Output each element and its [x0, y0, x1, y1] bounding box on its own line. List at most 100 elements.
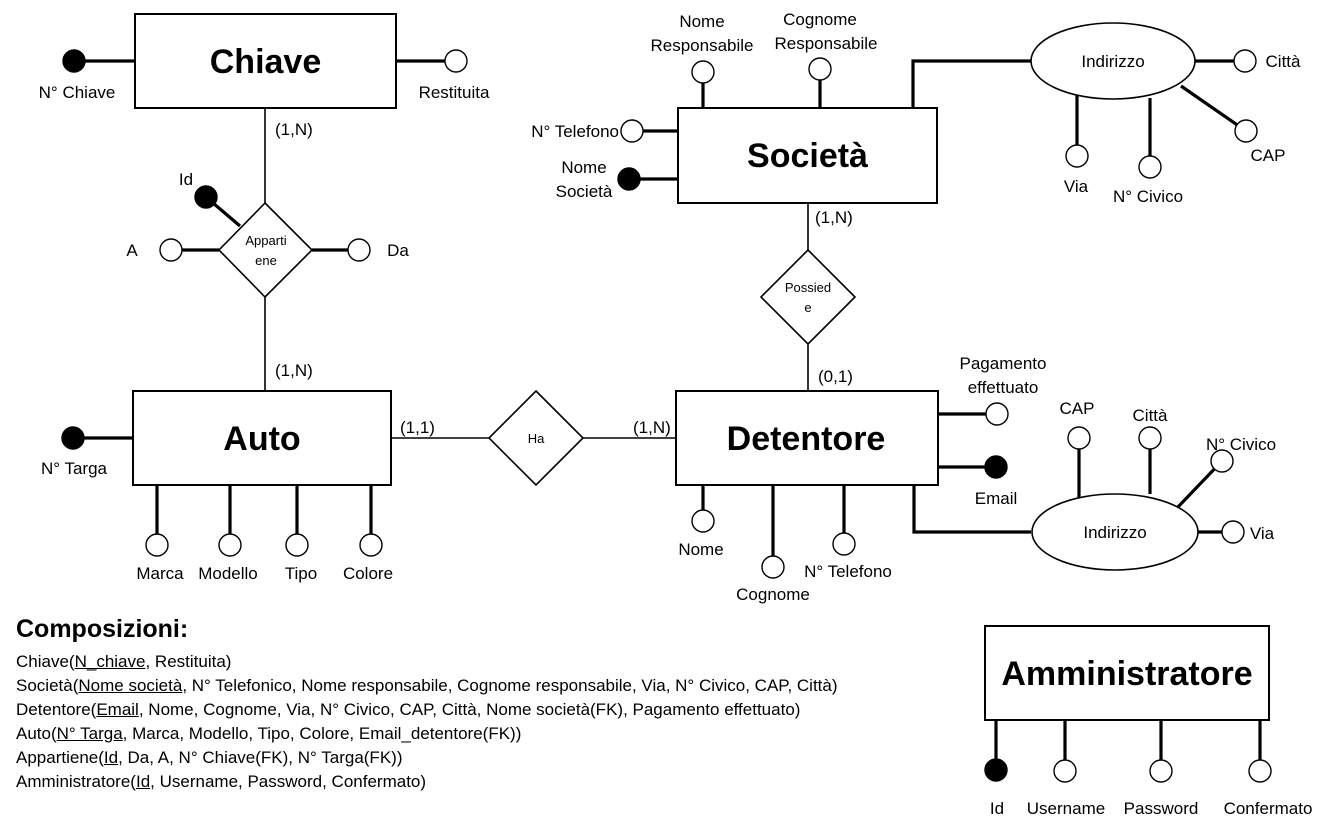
attribute-appartiene-a	[159, 238, 183, 262]
composizioni-title: Composizioni:	[16, 615, 189, 643]
cardinality-detentore-ha: (1,N)	[633, 418, 671, 437]
composizione-societa: Società(Nome società, N° Telefonico, Nom…	[16, 674, 838, 698]
composizione-table-name: Auto(	[16, 724, 57, 743]
key-attribute-societa-nome-societa	[617, 167, 641, 191]
label-detentore-n-telefono: N° Telefono	[804, 562, 892, 581]
attribute-detentore-nome	[691, 509, 715, 533]
label-chiave-n-chiave: N° Chiave	[39, 83, 116, 102]
attribute-amministratore-password	[1149, 759, 1173, 783]
entity-societa: Società	[677, 107, 938, 204]
composizione-table-name: Detentore(	[16, 700, 97, 719]
label-detentore-cognome: Cognome	[736, 585, 810, 604]
cardinality-societa-possiede: (1,N)	[815, 208, 853, 227]
label-societa-nome-responsabile-1: Nome	[679, 12, 724, 31]
composizione-table-name: Società(	[16, 676, 79, 695]
composite-attribute-detentore-indirizzo: Indirizzo	[1031, 493, 1199, 571]
composizione-amministratore: Amministratore(Id, Username, Password, C…	[16, 770, 838, 794]
attribute-societa-cap	[1234, 119, 1258, 143]
attribute-societa-cognome-responsabile	[808, 57, 832, 81]
relationship-possiede: Possied e	[759, 248, 857, 346]
attribute-detentore-cognome	[761, 555, 785, 579]
composite-attribute-societa-indirizzo: Indirizzo	[1030, 22, 1196, 100]
composizione-detentore: Detentore(Email, Nome, Cognome, Via, N° …	[16, 698, 838, 722]
label-detentore-nome: Nome	[678, 540, 723, 559]
label-detentore-pagamento-1: Pagamento	[960, 354, 1047, 373]
label-societa-nome-societa-1: Nome	[561, 158, 606, 177]
relationship-ha: Ha	[487, 389, 585, 487]
label-auto-n-targa: N° Targa	[41, 459, 108, 478]
label-auto-tipo: Tipo	[285, 564, 317, 583]
entity-amministratore-label: Amministratore	[1001, 655, 1252, 693]
attribute-detentore-n-telefono	[832, 532, 856, 556]
label-societa-cognome-responsabile-1: Cognome	[783, 10, 857, 29]
label-detentore-pagamento-2: effettuato	[968, 378, 1039, 397]
composizione-auto: Auto(N° Targa, Marca, Modello, Tipo, Col…	[16, 722, 838, 746]
attribute-chiave-restituita	[444, 49, 468, 73]
composizione-primary-key: Id	[135, 772, 151, 791]
detentore-indirizzo-label: Indirizzo	[1083, 523, 1146, 542]
entity-chiave: Chiave	[134, 13, 397, 109]
cardinality-chiave-appartiene: (1,N)	[275, 120, 313, 139]
composizione-fields: , Username, Password, Confermato)	[150, 772, 427, 791]
attribute-detentore-via	[1221, 520, 1245, 544]
label-amministratore-id: Id	[990, 799, 1004, 818]
attribute-markers	[61, 49, 1272, 783]
attribute-detentore-cap	[1067, 426, 1091, 450]
attribute-auto-tipo	[285, 533, 309, 557]
label-auto-colore: Colore	[343, 564, 393, 583]
label-societa-cognome-responsabile-2: Responsabile	[774, 34, 877, 53]
attribute-societa-n-civico	[1138, 155, 1162, 179]
attribute-auto-modello	[218, 533, 242, 557]
label-amministratore-username: Username	[1027, 799, 1105, 818]
composizione-primary-key: Email	[96, 700, 139, 719]
attribute-auto-marca	[145, 533, 169, 557]
label-detentore-email: Email	[975, 489, 1018, 508]
label-auto-marca: Marca	[136, 564, 184, 583]
composizione-primary-key: Nome società	[78, 676, 183, 695]
label-detentore-cap: CAP	[1060, 399, 1095, 418]
label-appartiene-a: A	[126, 241, 138, 260]
relationship-appartiene-label-1: Apparti	[245, 233, 286, 248]
label-societa-via: Via	[1064, 177, 1089, 196]
entity-chiave-label: Chiave	[210, 43, 322, 81]
composizione-fields: , Restituita)	[145, 652, 232, 671]
cardinality-auto-ha: (1,1)	[400, 418, 435, 437]
entity-societa-label: Società	[747, 137, 868, 175]
relationship-appartiene: Apparti ene	[217, 201, 314, 299]
composizioni-section: Composizioni: Chiave(N_chiave, Restituit…	[16, 614, 838, 794]
attribute-societa-via	[1065, 144, 1089, 168]
relationship-possiede-label-2: e	[804, 300, 811, 315]
cardinality-detentore-possiede: (0,1)	[818, 367, 853, 386]
label-appartiene-id: Id	[179, 170, 193, 189]
composizione-primary-key: N° Targa	[56, 724, 123, 743]
label-societa-citta: Città	[1266, 52, 1302, 71]
label-societa-nome-responsabile-2: Responsabile	[650, 36, 753, 55]
composizione-appartiene: Appartiene(Id, Da, A, N° Chiave(FK), N° …	[16, 746, 838, 770]
composizione-fields: , Nome, Cognome, Via, N° Civico, CAP, Ci…	[138, 700, 801, 719]
label-societa-n-civico: N° Civico	[1113, 187, 1183, 206]
attribute-amministratore-username	[1053, 759, 1077, 783]
label-societa-n-telefono: N° Telefono	[531, 122, 619, 141]
composizione-fields: , Da, A, N° Chiave(FK), N° Targa(FK))	[118, 748, 403, 767]
label-amministratore-confermato: Confermato	[1224, 799, 1313, 818]
attribute-societa-nome-responsabile	[691, 60, 715, 84]
cardinality-labels: (1,N) (1,N) (1,N) (0,1) (1,1) (1,N)	[275, 120, 853, 437]
key-attribute-detentore-email	[984, 455, 1008, 479]
attribute-detentore-pagamento	[985, 402, 1009, 426]
entity-auto-label: Auto	[223, 420, 300, 458]
entity-auto: Auto	[132, 390, 392, 486]
key-attribute-chiave-n-chiave	[62, 49, 86, 73]
key-attribute-amministratore-id	[984, 758, 1008, 782]
entity-amministratore: Amministratore	[984, 625, 1270, 721]
label-appartiene-da: Da	[387, 241, 409, 260]
cardinality-auto-appartiene: (1,N)	[275, 361, 313, 380]
attribute-labels: N° Chiave Restituita Id A Da Nome Respon…	[39, 10, 1313, 818]
attribute-appartiene-da	[347, 238, 371, 262]
label-detentore-n-civico: N° Civico	[1206, 435, 1276, 454]
composizione-table-name: Chiave(	[16, 652, 75, 671]
key-attribute-appartiene-id	[194, 185, 218, 209]
relationship-ha-label: Ha	[528, 431, 545, 446]
attribute-auto-colore	[359, 533, 383, 557]
societa-indirizzo-label: Indirizzo	[1081, 52, 1144, 71]
attribute-detentore-n-civico	[1210, 449, 1234, 473]
